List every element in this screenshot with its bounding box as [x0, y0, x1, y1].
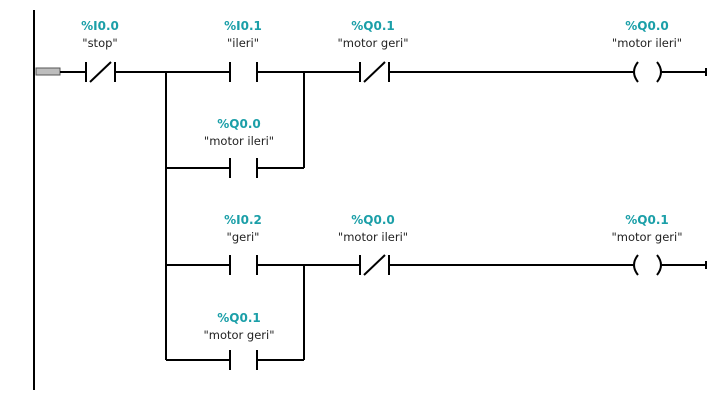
address-label: %I0.1: [224, 19, 262, 33]
symbol-label: "motor ileri": [338, 230, 408, 244]
address-label: %Q0.0: [625, 19, 668, 33]
coil-motor-ileri[interactable]: %Q0.0 "motor ileri": [612, 19, 682, 83]
symbol-label: "stop": [82, 36, 117, 50]
symbol-label: "motor geri": [611, 230, 682, 244]
coil-motor-geri[interactable]: %Q0.1 "motor geri": [611, 213, 683, 276]
contact-geri-no[interactable]: %I0.2 "geri": [224, 213, 262, 275]
address-label: %Q0.0: [351, 213, 394, 227]
address-label: %Q0.1: [351, 19, 394, 33]
symbol-label: "motor geri": [337, 36, 408, 50]
contact-motor-ileri-interlock-nc[interactable]: %Q0.0 "motor ileri": [338, 213, 408, 276]
symbol-label: "geri": [227, 230, 260, 244]
contact-stop-nc[interactable]: %I0.0 "stop": [81, 19, 119, 83]
rung-start-marker: [35, 67, 61, 76]
contact-motor-ileri-seal-no[interactable]: %Q0.0 "motor ileri": [204, 117, 274, 178]
address-label: %Q0.0: [217, 117, 260, 131]
symbol-label: "motor geri": [203, 328, 274, 342]
rung-2-wiring: [166, 261, 707, 361]
symbol-label: "motor ileri": [612, 36, 682, 50]
contact-motor-geri-interlock-nc[interactable]: %Q0.1 "motor geri": [337, 19, 409, 83]
address-label: %I0.2: [224, 213, 262, 227]
address-label: %I0.0: [81, 19, 119, 33]
rung-1-wiring: [60, 68, 707, 360]
contact-ileri-no[interactable]: %I0.1 "ileri": [224, 19, 262, 82]
address-label: %Q0.1: [217, 311, 260, 325]
symbol-label: "motor ileri": [204, 134, 274, 148]
symbol-label: "ileri": [227, 36, 259, 50]
address-label: %Q0.1: [625, 213, 668, 227]
contact-motor-geri-seal-no[interactable]: %Q0.1 "motor geri": [203, 311, 275, 370]
